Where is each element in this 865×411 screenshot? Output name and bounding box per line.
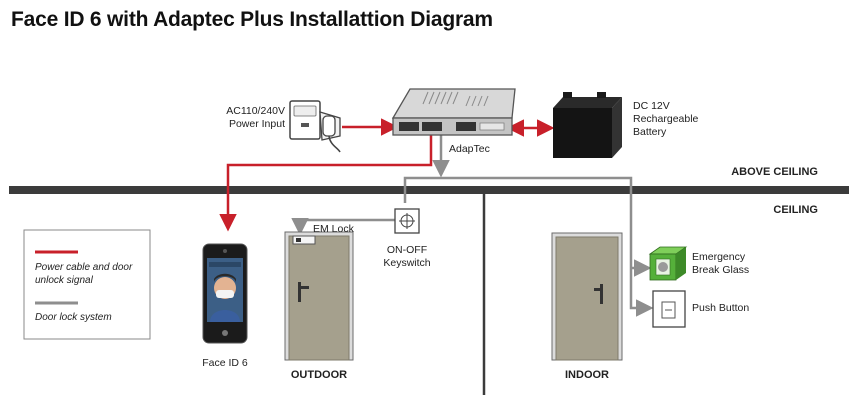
push-button-icon [652, 290, 686, 328]
emergency-label-line2: Break Glass [692, 264, 749, 276]
ac-power-label-line1: AC110/240V [226, 105, 285, 117]
em-lock-icon [292, 235, 316, 245]
em-lock-label: EM Lock [313, 223, 355, 235]
face-terminal-icon [202, 243, 248, 344]
wall-outlet-icon [289, 100, 341, 153]
battery-label-line3: Battery [633, 126, 667, 138]
battery-icon [553, 92, 622, 158]
legend: Power cable and door unlock signal Door … [23, 229, 151, 340]
emergency-label-line1: Emergency [692, 251, 746, 263]
ceiling-bar [9, 186, 849, 194]
battery-label-line2: Rechargeable [633, 113, 699, 125]
above-ceiling-label: ABOVE CEILING [731, 166, 818, 178]
keyswitch-icon [394, 208, 420, 234]
keyswitch-label-line1: ON-OFF [387, 244, 427, 256]
legend-power-label-line1: Power cable and door [35, 262, 133, 273]
diagram-title: Face ID 6 with Adaptec Plus Installattio… [11, 8, 493, 31]
door-icon [284, 231, 354, 361]
face-id-cable [219, 133, 433, 232]
face-id-label: Face ID 6 [202, 357, 248, 369]
em-lock-cable [291, 218, 395, 236]
legend-lock-label: Door lock system [35, 312, 112, 323]
battery-label-line1: DC 12V [633, 100, 670, 112]
legend-power-label-line2: unlock signal [35, 275, 94, 286]
outdoor-label: OUTDOOR [291, 369, 347, 381]
adaptec-label: AdapTec [449, 143, 490, 155]
indoor-door-icon [551, 232, 623, 361]
keyswitch-label-line2: Keyswitch [383, 257, 430, 269]
break-glass-icon [648, 246, 688, 281]
indoor-label: INDOOR [565, 369, 609, 381]
ac-power-label-line2: Power Input [229, 118, 285, 130]
push-button-cable [403, 176, 654, 317]
ceiling-label: CEILING [773, 204, 818, 216]
push-button-label: Push Button [692, 302, 749, 314]
adaptec-controller-icon [391, 88, 516, 136]
